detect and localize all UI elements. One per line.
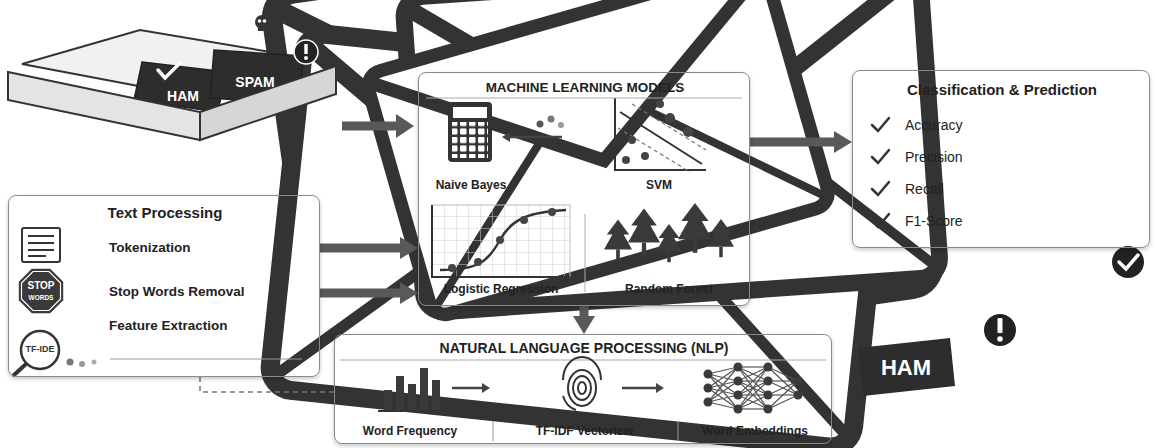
net-link [738, 367, 768, 409]
net-link [768, 395, 798, 409]
net-link [708, 402, 738, 409]
panel-heading: Classification & Prediction [907, 81, 1097, 98]
data-flow-icon [510, 116, 564, 138]
net-node [734, 405, 743, 414]
header-rule [340, 360, 826, 361]
flow-arrow [750, 138, 834, 147]
stop-sign-rim [22, 272, 61, 311]
net-node [704, 398, 713, 407]
net-link [708, 381, 738, 402]
flow-arrow [342, 122, 396, 131]
net-link [768, 367, 798, 381]
step-arrow [622, 387, 656, 390]
metric-item: Recall [905, 181, 944, 197]
net-node [764, 391, 773, 400]
arrow-head [396, 114, 414, 138]
net-link [738, 395, 768, 409]
inbox-illustration [8, 0, 941, 448]
logistic-chart [432, 205, 570, 277]
metric-item: Precision [905, 149, 963, 165]
bar-chart-icon [378, 368, 444, 411]
process-step: Feature Extraction [109, 318, 228, 334]
forest-icon [604, 203, 734, 262]
svm-chart [615, 98, 706, 172]
net-link [708, 367, 738, 402]
net-node [734, 377, 743, 386]
net-node [704, 384, 713, 393]
sign-text: WORDS [29, 295, 54, 302]
nlp-panel: NATURAL LANGUAGE PROCESSING (NLP) Word Fr… [334, 334, 832, 444]
stop-sign [19, 269, 63, 313]
model-name: Logistic Regression [444, 283, 559, 297]
net-node [794, 391, 803, 400]
process-step: Stop Words Removal [109, 284, 245, 300]
panel-heading: Text Processing [108, 204, 223, 221]
model-name: Random Forest [625, 283, 713, 297]
divider [585, 214, 586, 292]
model-panel: MACHINE LEARNING MODELS Naive Bayes SVM Log… [418, 72, 750, 306]
neural-net-icon [704, 363, 803, 414]
net-node [794, 377, 803, 386]
net-link [708, 395, 738, 402]
model-name: SVM [646, 179, 672, 193]
header-rule [426, 98, 742, 99]
net-node [764, 363, 773, 372]
flow-arrow [200, 377, 334, 392]
net-link [738, 367, 768, 409]
model-name: Naive Bayes [436, 179, 507, 193]
metric-item: F1-Score [905, 213, 963, 229]
envelope-label: HAM [167, 89, 199, 103]
net-node [704, 370, 713, 379]
net-link [708, 374, 738, 409]
sign-text: STOP [27, 281, 54, 291]
net-link [768, 381, 798, 395]
fingerprint-icon [563, 357, 601, 410]
flow-arrow [320, 244, 400, 253]
icon-label: TF-IDE [26, 345, 55, 354]
separator [493, 421, 494, 441]
panel-heading: NATURAL LANGUAGE PROCESSING (NLP) [440, 340, 729, 356]
technique-name: Word Frequency [363, 425, 457, 439]
process-step: Tokenization [109, 240, 191, 256]
technique-name: TF-IDF Vectorizer [536, 425, 635, 439]
net-node [764, 377, 773, 386]
process-panel: Text ProcessingTokenizationStop Words Re… [8, 195, 320, 377]
technique-name: Word Embeddings [702, 425, 808, 439]
document-icon [22, 228, 60, 262]
flow-arrow [320, 289, 400, 298]
step-arrow [452, 387, 482, 390]
net-node [734, 391, 743, 400]
separator [678, 421, 679, 441]
panel-heading: MACHINE LEARNING MODELS [486, 80, 685, 96]
envelope-label: SPAM [235, 75, 274, 89]
calculator-icon [448, 102, 492, 162]
net-node [734, 363, 743, 372]
metric-item: Accuracy [905, 117, 963, 133]
check-marks [872, 118, 889, 227]
flow-arrow [580, 306, 589, 316]
metrics-panel: Classification & PredictionAccuracyPreci… [852, 70, 1150, 248]
tag-label: HAM [881, 357, 931, 379]
net-node [764, 405, 773, 414]
magnifier-icon [14, 331, 302, 375]
net-link [768, 381, 798, 395]
